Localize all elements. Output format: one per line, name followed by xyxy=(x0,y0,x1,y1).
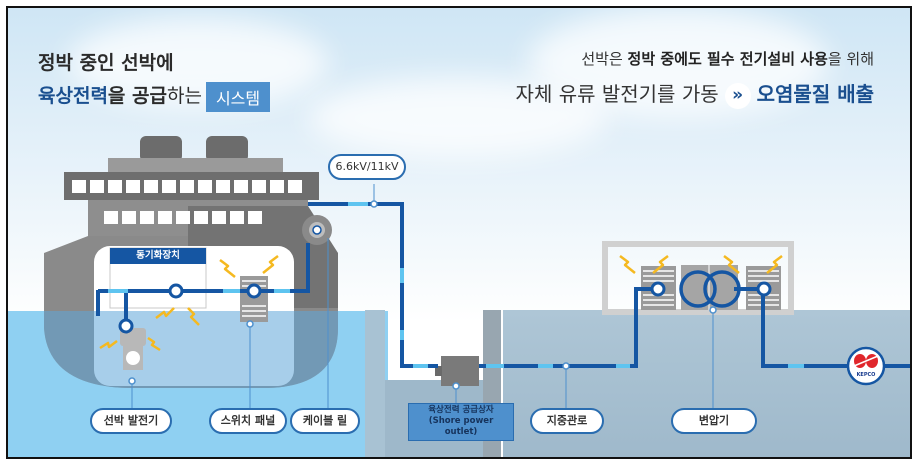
cloud xyxy=(68,18,328,108)
cloud xyxy=(308,78,608,158)
title-highlight: 육상전력 xyxy=(38,85,108,107)
subtitle-text: 선박은 xyxy=(581,50,628,68)
label-switch-panel: 스위치 패널 xyxy=(209,408,287,434)
power-line-highlight xyxy=(108,202,804,368)
label-underground-duct: 지중관로 xyxy=(530,408,604,434)
hull-water xyxy=(44,311,338,388)
switch-panel-icon xyxy=(240,276,268,322)
sync-device-label: 동기화장치 xyxy=(136,250,180,261)
diagram-graphic: KEPCO xyxy=(8,136,910,457)
voltage-label: 6.6kV/11kV xyxy=(328,154,406,180)
subtitle-line2: 자체 유류 발전기를 가동»오염물질 배출 xyxy=(516,78,874,109)
title-text: 하는 xyxy=(166,85,202,107)
label-shore-power-outlet: 육상전력 공급상자 (Shore power outlet) xyxy=(408,403,514,441)
label-transformer: 변압기 xyxy=(671,408,757,434)
subtitle-text: 자체 유류 발전기를 가동 xyxy=(515,82,719,106)
double-chevron-icon: » xyxy=(724,82,751,109)
spark-icons xyxy=(99,255,783,352)
leader-dots xyxy=(128,200,717,390)
node-circles xyxy=(118,281,772,334)
subtitle-bold: 정박 중에도 필수 전기설비 사용 xyxy=(627,50,828,68)
subtitle-text: 을 위해 xyxy=(827,50,874,68)
quay-pillar xyxy=(365,310,385,457)
pollution-emphasis: 오염물질 배출 xyxy=(756,82,874,106)
subtitle-line1: 선박은 정박 중에도 필수 전기설비 사용을 위해 xyxy=(581,48,874,69)
outlet-label-en: outlet) xyxy=(444,427,478,437)
sync-device-header xyxy=(110,248,206,264)
cable-reel-icon xyxy=(302,215,332,245)
kepco-logo-icon: KEPCO xyxy=(846,346,886,386)
ship-windows xyxy=(72,180,302,224)
outlet-label-en: (Shore power xyxy=(428,416,494,426)
shore-power-outlet-icon xyxy=(435,356,479,386)
label-cable-reel: 케이블 릴 xyxy=(290,408,360,434)
system-badge: 시스템 xyxy=(205,81,271,112)
transformer-coil-icon xyxy=(703,270,741,308)
ship-generator-icon xyxy=(120,328,146,370)
title-line1: 정박 중인 선박에 xyxy=(38,52,174,74)
transformer-coil-icon xyxy=(679,270,717,308)
outlet-label-ko: 육상전력 공급상자 xyxy=(428,405,494,415)
ground xyxy=(503,310,910,457)
title-text: 을 공급 xyxy=(107,85,167,107)
label-ship-generator: 선박 발전기 xyxy=(90,408,172,434)
svg-text:KEPCO: KEPCO xyxy=(857,372,876,378)
